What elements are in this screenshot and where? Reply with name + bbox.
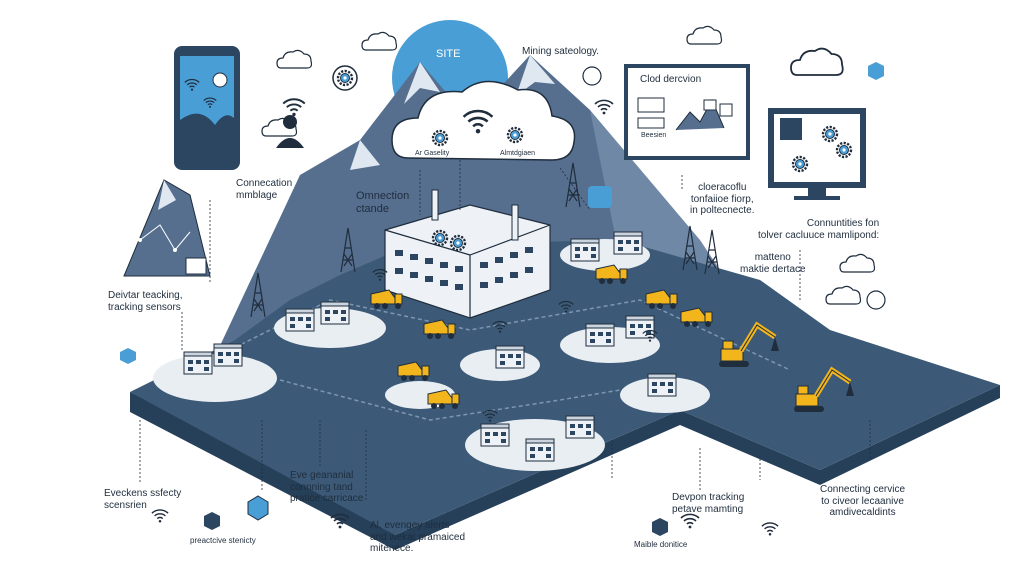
- cloud-node-right-label: Almtdgiaen: [500, 150, 536, 157]
- callout-leaders: [139, 160, 871, 500]
- connecting-service-label: Connecting cervice to civeor lecaanive a…: [820, 484, 906, 518]
- connectivities-label: Connuntities fon tolver cacluuce mamlipo…: [758, 218, 880, 241]
- cloud-detection-title: Clod dercvion: [640, 74, 702, 85]
- events-safety-label: Eveckens ssfecty scensrien: [104, 488, 182, 511]
- omnection-label: Omnection ctande: [356, 190, 410, 215]
- shield-icon: [120, 62, 884, 536]
- site-label: SITE: [436, 48, 461, 60]
- site-building: [183, 351, 213, 375]
- cloud-node-left-label: Ar Gaselity: [415, 150, 450, 157]
- eve-geananial-label: Eve geananial connning tand pratice carr…: [290, 470, 364, 504]
- cloud-detection-window: [624, 64, 750, 160]
- phone-icon: [174, 46, 240, 170]
- cloud-detection-sub: Beesien: [641, 132, 667, 139]
- connection-label: Connecation mmblage: [236, 178, 293, 201]
- devpon-tracking-label: Devpon tracking petave mamting: [672, 492, 745, 515]
- ai-energy-label: Al, evengey alerts and wekat pramaiced m…: [370, 520, 466, 554]
- processing-plant: [384, 189, 551, 319]
- cloud-icon: [361, 31, 398, 51]
- device-tracking-label: Deivtar teacking, tracking sensors: [108, 290, 183, 313]
- mining-safety-label: Mining sateology.: [522, 46, 600, 57]
- predictive-safety-label: preactcive stenicty: [190, 536, 256, 545]
- person-icon: [276, 115, 304, 148]
- mobile-devices-label: Maible donitice: [634, 540, 688, 549]
- machine-detector-label: matteno maktie dertace: [740, 252, 806, 275]
- monitor-icon: [768, 108, 866, 200]
- cloud-info-label: cloeracoflu tonfaiioe fiorp, in poltecne…: [690, 182, 755, 216]
- mountain-map-panel: [123, 179, 211, 277]
- central-cloud: [391, 80, 576, 161]
